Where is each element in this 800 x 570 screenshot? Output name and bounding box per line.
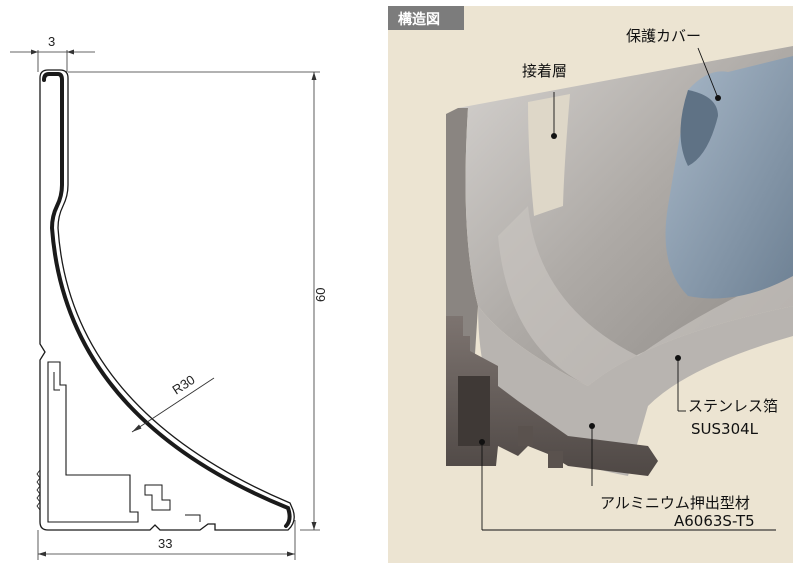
dim-60-arrow-bottom <box>311 522 317 530</box>
label-cover: 保護カバー <box>626 27 701 45</box>
leader-cover <box>697 47 719 99</box>
profile-drawing: 3 60 33 R30 <box>0 0 370 570</box>
dot-extrusion-b <box>589 423 595 429</box>
adhesive-layer <box>528 94 570 216</box>
label-adhesive: 接着層 <box>522 62 567 80</box>
label-foil-grade: SUS304L <box>691 420 759 438</box>
structure-tag-label: 構造図 <box>398 11 440 28</box>
foil-layer <box>42 72 292 528</box>
profile-chamber <box>47 361 139 523</box>
cover-curl <box>680 90 718 166</box>
radius-arrow <box>132 424 142 432</box>
chamber-rib <box>53 372 60 391</box>
dot-foil <box>675 355 681 361</box>
knurl-edge <box>36 469 41 511</box>
dim-33-arrow-right <box>287 551 295 557</box>
label-foil-name: ステンレス箔 <box>688 397 778 415</box>
extrusion-foot <box>548 451 563 468</box>
dim-width-label: 33 <box>158 536 172 551</box>
extrusion-chamber <box>458 376 490 446</box>
dim-radius-label: R30 <box>169 372 197 398</box>
dim-3-arrow-left <box>31 49 38 55</box>
structure-svg: 構造図 接着層 保護カバー ステンレス箔 SUS3 <box>388 6 793 563</box>
aluminum-extrusion <box>446 316 658 476</box>
dim-3-arrow-right <box>67 49 74 55</box>
dot-cover <box>715 95 721 101</box>
foot-rib <box>185 514 201 522</box>
structure-tag <box>388 6 464 30</box>
steel-highlight <box>498 206 793 386</box>
dim-33-arrow-left <box>38 551 46 557</box>
extrusion-rib <box>518 426 533 446</box>
dim-60-arrow-top <box>311 72 317 80</box>
dot-extrusion-a <box>479 439 485 445</box>
foot-hook <box>144 484 171 511</box>
structure-panel: 構造図 接着層 保護カバー ステンレス箔 SUS3 <box>388 6 793 563</box>
label-extrusion-grade: A6063S-T5 <box>674 512 755 530</box>
dim-height-label: 60 <box>313 288 328 302</box>
profile-outline <box>39 69 295 531</box>
dim-thickness-label: 3 <box>48 34 55 49</box>
profile-drawing-svg: 3 60 33 R30 <box>10 34 328 560</box>
dot-adhesive <box>551 133 557 139</box>
label-extrusion-name: アルミニウム押出型材 <box>600 494 750 512</box>
radius-leader <box>131 377 215 433</box>
